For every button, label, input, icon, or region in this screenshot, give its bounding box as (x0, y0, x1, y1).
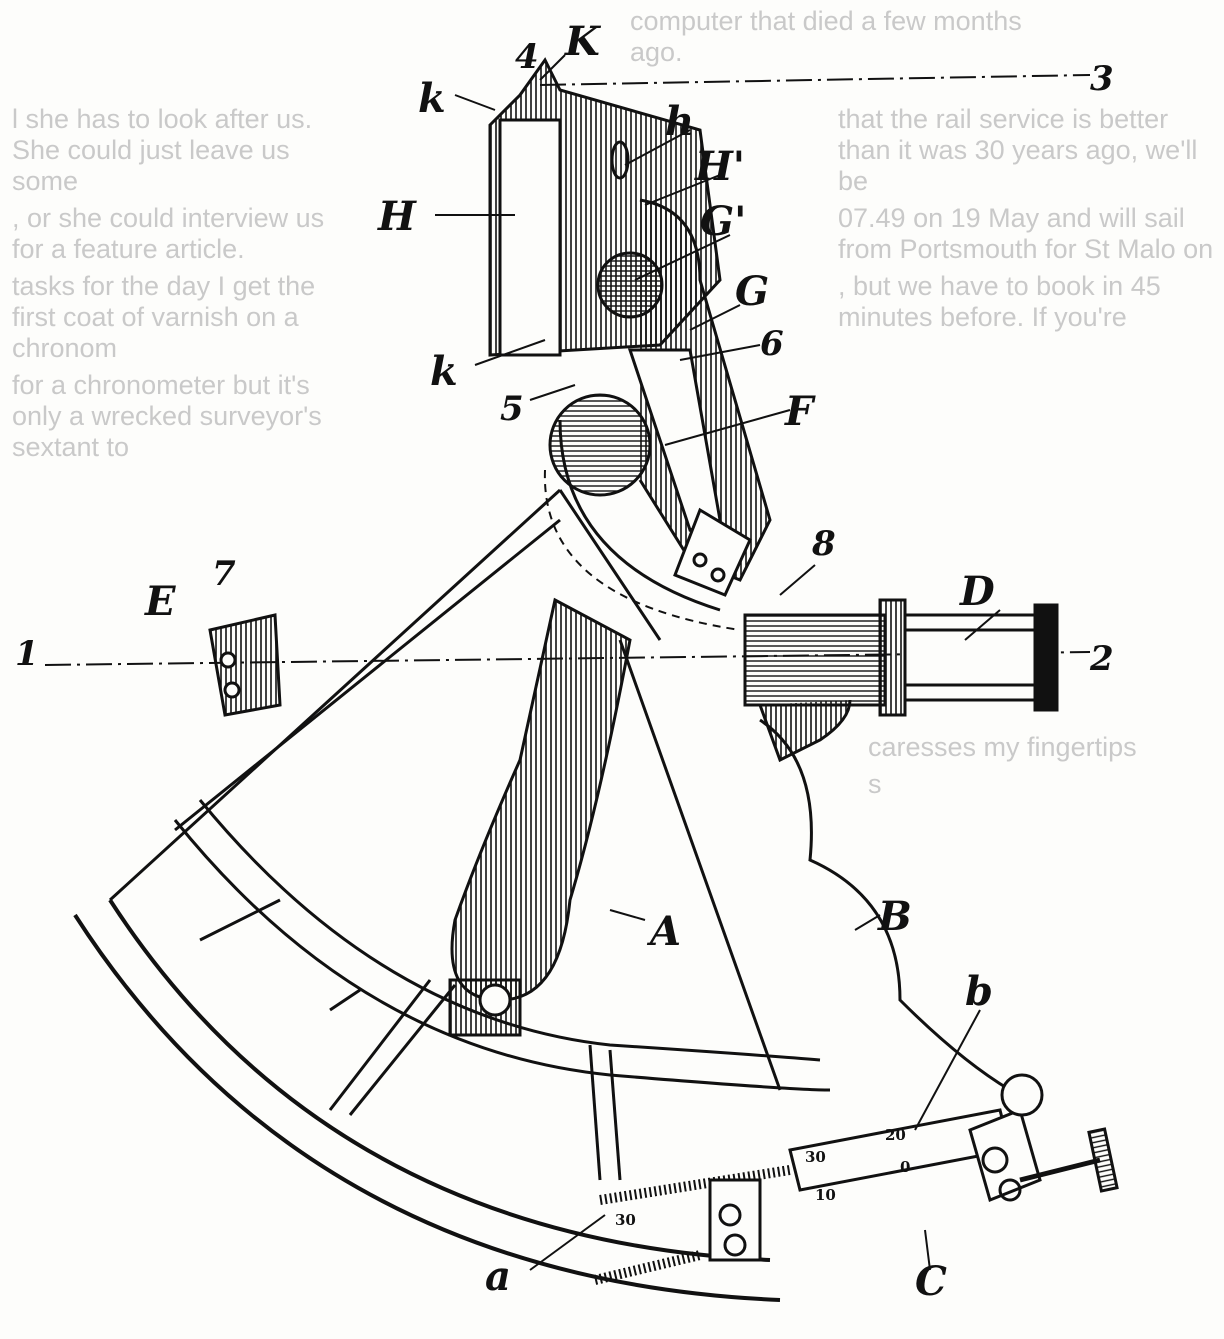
vernier-30: 30 (805, 1148, 826, 1166)
leader-lines (435, 54, 1001, 1271)
arc-scale-10: 10 (815, 1186, 836, 1204)
handle (448, 597, 632, 1037)
bleed-text-right: that the rail service is better than it … (838, 104, 1214, 339)
index-mirror-assembly (488, 57, 772, 597)
label-k-bottom: k (430, 348, 458, 395)
label-D: D (959, 568, 995, 615)
label-H-prime: H' (694, 143, 745, 190)
label-2: 2 (1089, 639, 1114, 679)
label-G: G (735, 268, 769, 315)
label-G-prime: G' (700, 198, 746, 245)
vernier-20: 20 (885, 1126, 906, 1144)
bleed-text-line: s (868, 769, 882, 799)
label-K: K (564, 18, 602, 65)
label-A: A (646, 908, 681, 955)
vernier-0: 0 (900, 1158, 910, 1176)
bleed-text-line: that the rail service is better than it … (838, 104, 1198, 196)
bleed-text-line: , but we have to book in 45 minutes befo… (838, 271, 1161, 332)
label-3: 3 (1090, 59, 1114, 99)
label-a: a (485, 1253, 511, 1300)
bleed-text-line: computer that died a few months ago. (630, 6, 1022, 67)
label-6: 6 (760, 324, 784, 364)
label-k-top: k (418, 75, 446, 122)
bleed-text-line: , or she could interview us for a featur… (12, 203, 325, 264)
telescope-d (743, 598, 1059, 763)
bleed-text-line: l she has to look after us. She could ju… (12, 104, 313, 196)
label-h: h (665, 98, 694, 145)
label-E: E (144, 578, 176, 625)
label-5: 5 (500, 389, 524, 429)
bleed-text-left: l she has to look after us. She could ju… (12, 104, 360, 469)
bleed-text-top: computer that died a few months ago. (630, 6, 1080, 74)
arc-scale-30: 30 (615, 1211, 636, 1229)
label-F: F (784, 388, 816, 435)
label-B: B (877, 893, 912, 940)
label-H: H (377, 193, 417, 240)
label-4: 4 (515, 37, 539, 77)
sextant-frame (73, 419, 1011, 1302)
label-8: 8 (811, 524, 836, 564)
label-C: C (915, 1258, 947, 1305)
bleed-text-lower-right: caresses my fingertips s (868, 732, 1208, 806)
label-1: 1 (15, 634, 39, 674)
vernier-assembly (593, 1073, 1119, 1285)
bleed-text-line: 07.49 on 19 May and will sail from Ports… (838, 203, 1214, 264)
label-b: b (965, 968, 993, 1015)
bleed-text-line: caresses my fingertips (868, 732, 1137, 762)
bleed-text-line: tasks for the day I get the first coat o… (12, 271, 316, 363)
sight-line-3 (539, 74, 1091, 86)
label-7: 7 (212, 554, 236, 594)
horizon-glass-e (208, 613, 282, 717)
bleed-text-line: for a chronometer but it's only a wrecke… (12, 370, 322, 462)
